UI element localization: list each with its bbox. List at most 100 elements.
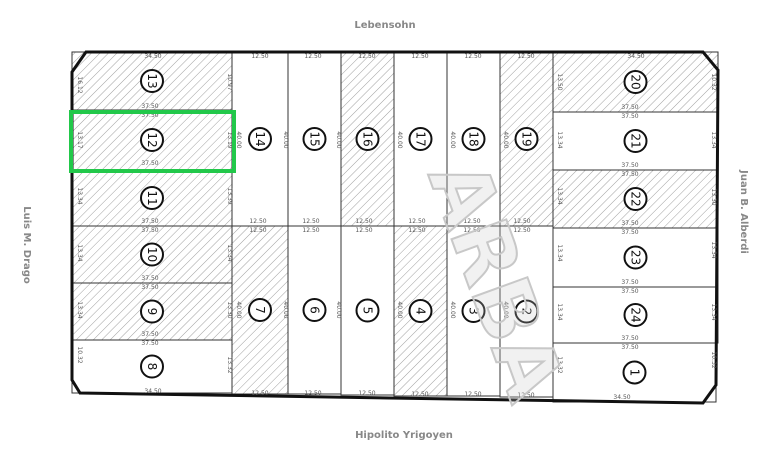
lot-number: 5 [361, 307, 375, 315]
dimension-label: 37.50 [621, 220, 638, 227]
dimension-label: 40.00 [449, 301, 456, 318]
lot-circle [140, 128, 164, 152]
lot-number-marker: 9 [140, 299, 164, 324]
dimension-label: 12.50 [302, 227, 319, 234]
lot-23[interactable] [552, 227, 719, 288]
dimension-label: 37.50 [141, 275, 158, 282]
dimension-label: 13.34 [76, 187, 83, 204]
lot-circle [302, 298, 327, 322]
lot-6[interactable] [287, 225, 342, 395]
dimension-label: 37.50 [141, 112, 158, 119]
dimension-label: 37.50 [621, 279, 638, 286]
dimension-label: 12.50 [302, 218, 319, 225]
lot-number: 20 [629, 74, 643, 89]
dimension-label: 12.50 [358, 390, 375, 397]
lot-circle [622, 360, 647, 385]
dimension-label: 12.50 [358, 53, 375, 60]
lot-circle [302, 127, 327, 151]
dimension-label: 13.50 [556, 73, 563, 90]
lot-number: 4 [414, 307, 428, 315]
dimension-label: 13.34 [556, 303, 563, 320]
dimension-label: 12.50 [304, 390, 321, 397]
dimension-label: 12.50 [251, 53, 268, 60]
dimension-label: 10.97 [226, 73, 233, 90]
lot-number-marker: 15 [302, 127, 327, 151]
lot-number-marker: 12 [140, 128, 164, 152]
dimension-label: 37.50 [621, 335, 638, 342]
dimension-label: 13.30 [710, 188, 717, 205]
lot-number-marker: 10 [140, 242, 164, 267]
lot-circle [623, 129, 648, 153]
lot-circle [355, 127, 380, 151]
dimension-label: 12.50 [411, 53, 428, 60]
dimensions-layer: 34.50 12.50 12.50 12.50 12.50 12.50 12.50 34.50… [76, 53, 717, 401]
block-outline [70, 50, 720, 405]
lot-number: 14 [253, 131, 267, 146]
dimension-label: 40.00 [335, 131, 342, 148]
lot-number-marker: 20 [623, 70, 648, 94]
dimension-label: 37.50 [621, 344, 638, 351]
selected-lot-highlight [69, 110, 236, 173]
lot-number: 7 [253, 306, 267, 314]
lot-circle [623, 187, 648, 211]
lot-number: 21 [629, 133, 643, 148]
dimension-label: 13.34 [556, 187, 563, 204]
lot-number-marker: 23 [623, 245, 648, 270]
lot-circle [408, 299, 433, 323]
dimension-label: 40.00 [335, 301, 342, 318]
lot-number: 11 [145, 190, 159, 205]
dimension-label: 40.00 [502, 131, 509, 148]
lot-circle [248, 127, 272, 151]
lot-circle [514, 127, 539, 151]
dimension-label: 37.50 [621, 162, 638, 169]
dimension-label: 12.50 [464, 53, 481, 60]
dimension-label: 12.50 [304, 53, 321, 60]
lot-number-marker: 19 [514, 127, 539, 151]
lot-number: 23 [629, 250, 643, 265]
lot-number: 10 [145, 247, 159, 262]
dimension-label: 37.50 [141, 103, 158, 110]
dimension-label: 13.34 [556, 131, 563, 148]
dimension-label: 37.50 [621, 288, 638, 295]
lot-number: 8 [145, 363, 159, 371]
dimension-label: 12.50 [411, 391, 428, 398]
lot-circle [140, 354, 164, 379]
lot-circle [623, 245, 648, 270]
lot-number: 3 [467, 307, 481, 315]
dimension-label: 37.50 [141, 160, 158, 167]
lot-number-marker: 3 [461, 299, 486, 323]
lot-number: 1 [628, 369, 642, 377]
lot-number: 17 [414, 131, 428, 146]
lot-circle [408, 127, 433, 151]
dimension-label: 40.00 [235, 301, 242, 318]
dimension-label: 13.30 [226, 301, 233, 318]
dimension-label: 37.50 [141, 218, 158, 225]
dimension-label: 34.50 [144, 53, 161, 60]
lot-number-marker: 21 [623, 129, 648, 153]
dimension-label: 40.00 [235, 131, 242, 148]
lot-circle [461, 299, 486, 323]
lot-number-marker: 5 [355, 298, 380, 323]
lot-circle [623, 70, 648, 94]
dimension-label: 13.34 [710, 131, 717, 148]
lot-circle [623, 303, 648, 327]
dimension-label: 12.50 [517, 392, 534, 399]
dimension-label: 13.34 [556, 244, 563, 261]
lot-number-marker: 7 [248, 298, 272, 322]
lot-circle [140, 186, 164, 210]
lot-number: 9 [145, 308, 159, 316]
dimension-label: 34.50 [613, 394, 630, 401]
dimension-label: 34.50 [144, 388, 161, 395]
street-top: Lebensohn [354, 20, 415, 31]
dimension-label: 12.50 [408, 227, 425, 234]
lot-number-marker: 13 [140, 69, 164, 93]
lot-number-marker: 16 [355, 127, 380, 151]
lot-number-marker: 1 [622, 360, 647, 385]
lot-15[interactable] [287, 51, 342, 227]
lot-number-marker: 22 [623, 187, 648, 211]
dimension-label: 40.00 [502, 301, 509, 318]
lot-circle [140, 242, 164, 267]
lot-circle [355, 298, 380, 323]
lot-number-marker: 2 [514, 299, 539, 324]
